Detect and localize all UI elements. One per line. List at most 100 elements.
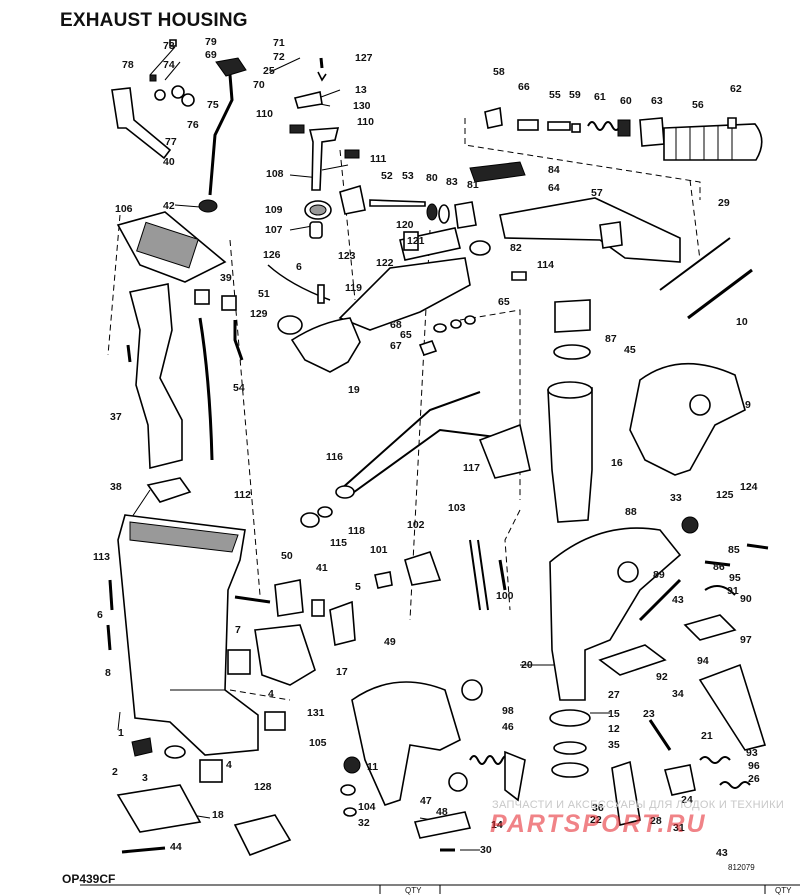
callout-47: 47	[420, 795, 432, 807]
callout-94: 94	[697, 655, 709, 667]
swivel-bracket	[629, 362, 746, 476]
callout-113: 113	[93, 551, 110, 563]
callout-43b: 43	[716, 847, 728, 859]
callout-76: 76	[187, 119, 199, 131]
callout-31: 31	[673, 822, 685, 834]
callout-10: 10	[736, 316, 748, 328]
callout-29: 29	[718, 197, 730, 209]
callout-84: 84	[548, 164, 560, 176]
callout-105: 105	[309, 737, 327, 749]
callout-2: 2	[112, 766, 118, 778]
callout-34: 34	[672, 688, 684, 700]
callout-73: 73	[163, 40, 175, 52]
callout-115: 115	[330, 537, 347, 549]
callout-79: 79	[205, 36, 217, 48]
callout-30: 30	[480, 844, 492, 856]
callout-1: 1	[118, 727, 124, 739]
callout-17: 17	[336, 666, 348, 678]
figure-code: OP439CF	[62, 872, 116, 886]
callout-25: 25	[263, 65, 275, 77]
qty-header-1: QTY	[405, 886, 422, 895]
callout-106: 106	[115, 203, 133, 215]
callout-60: 60	[620, 95, 632, 107]
callout-68: 68	[390, 319, 402, 331]
callout-87: 87	[605, 333, 617, 345]
callout-80: 80	[426, 172, 438, 184]
callout-117: 117	[463, 462, 480, 474]
callout-101: 101	[370, 544, 388, 556]
callout-43a: 43	[672, 594, 684, 606]
callout-100: 100	[496, 590, 514, 602]
callout-128: 128	[254, 781, 272, 793]
callout-93: 93	[746, 747, 758, 759]
callout-102: 102	[407, 519, 425, 531]
shift-rod	[208, 74, 234, 196]
callout-48: 48	[436, 806, 448, 818]
callout-18: 18	[212, 809, 224, 821]
page-title: EXHAUST HOUSING	[60, 10, 248, 31]
callout-112: 112	[234, 489, 251, 501]
callout-42: 42	[163, 200, 175, 212]
callout-54: 54	[233, 382, 245, 394]
callout-83: 83	[446, 176, 458, 188]
callout-108: 108	[266, 168, 284, 180]
callout-62: 62	[730, 83, 742, 95]
callout-26: 26	[748, 773, 760, 785]
throttle-grip	[663, 123, 763, 161]
callout-64: 64	[548, 182, 560, 194]
callout-70: 70	[253, 79, 265, 91]
callout-4b: 4	[226, 759, 232, 771]
callout-56: 56	[692, 99, 704, 111]
callout-129: 129	[250, 308, 268, 320]
callout-58: 58	[493, 66, 505, 78]
callout-7: 7	[235, 624, 241, 636]
callout-27: 27	[608, 689, 620, 701]
callout-92: 92	[656, 671, 668, 683]
callout-119: 119	[345, 282, 362, 294]
callout-39: 39	[220, 272, 232, 284]
callout-118: 118	[348, 525, 365, 537]
callout-75: 75	[207, 99, 219, 111]
callout-114: 114	[537, 259, 554, 271]
callout-110b: 110	[357, 116, 374, 128]
callout-126: 126	[263, 249, 281, 261]
callout-11: 11	[367, 761, 379, 773]
callout-96: 96	[748, 760, 760, 772]
shift-lever	[111, 87, 172, 160]
callout-103: 103	[448, 502, 466, 514]
exhaust-housing	[117, 514, 259, 756]
callout-91: 91	[727, 585, 739, 597]
callout-24: 24	[681, 794, 693, 806]
callout-37: 37	[110, 411, 122, 423]
callout-111: 111	[370, 153, 387, 165]
watermark-text: ЗАПЧАСТИ И АКСЕССУАРЫ ДЛЯ ЛОДОК И ТЕХНИК…	[492, 799, 785, 811]
callout-63: 63	[651, 95, 663, 107]
callout-32: 32	[358, 817, 370, 829]
drive-shaft-housing	[547, 387, 593, 523]
callout-67: 67	[390, 340, 402, 352]
parts-table-header-strip	[80, 884, 800, 894]
callout-23: 23	[643, 708, 655, 720]
callout-6b: 6	[97, 609, 103, 621]
lower-bracket	[290, 317, 361, 373]
callout-55: 55	[549, 89, 561, 101]
callout-16: 16	[611, 457, 623, 469]
callout-125: 125	[716, 489, 734, 501]
callout-5: 5	[355, 581, 361, 593]
callout-13: 13	[355, 84, 367, 96]
callout-12: 12	[608, 723, 620, 735]
steering-handle	[499, 197, 681, 263]
callout-15: 15	[608, 708, 620, 720]
callout-14: 14	[491, 819, 503, 831]
callout-130: 130	[353, 100, 371, 112]
callout-95: 95	[729, 572, 741, 584]
callout-61: 61	[594, 91, 606, 103]
callout-3: 3	[142, 772, 148, 784]
callout-33: 33	[670, 492, 682, 504]
callout-20: 20	[521, 659, 533, 671]
callout-97: 97	[740, 634, 752, 646]
callout-82: 82	[510, 242, 522, 254]
callout-74: 74	[163, 59, 175, 71]
callout-116: 116	[326, 451, 343, 463]
